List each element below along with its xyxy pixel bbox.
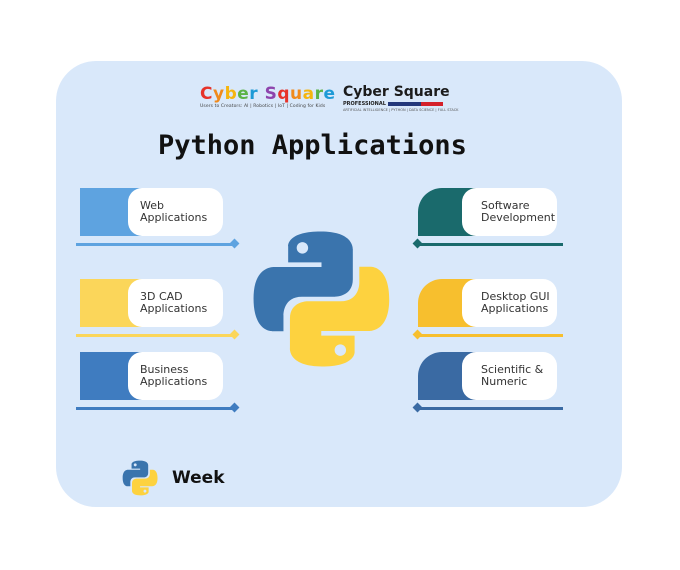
item-label: Scientific & Numeric — [481, 364, 543, 388]
item-box — [462, 188, 557, 236]
item-label: 3D CAD Applications — [140, 291, 207, 315]
python-logo-blue-half — [122, 460, 149, 487]
logo-letter: q — [277, 84, 291, 104]
cyber-square-professional-text: Cyber Square — [343, 84, 450, 100]
logo-letter: a — [302, 84, 315, 104]
professional-subtitle: ARTIFICIAL INTELLIGENCE | PYTHON | DATA … — [343, 108, 459, 112]
item-box — [128, 279, 223, 327]
cyber-square-tagline: Users to Creators: AI | Robotics | IoT |… — [200, 104, 326, 109]
cyber-square-logo: Cyber Square Users to Creators: AI | Rob… — [200, 84, 335, 114]
item-box — [462, 352, 557, 400]
item-connector-line — [76, 334, 233, 337]
logo-letter: y — [212, 84, 225, 104]
week-label: Week — [172, 468, 225, 488]
item-label-line2: Applications — [481, 302, 549, 315]
item-label-line1: Business — [140, 363, 189, 376]
item-box — [128, 352, 223, 400]
python-logo-icon — [253, 231, 390, 367]
app-item-business: Business Applications — [56, 352, 240, 422]
item-label: Business Applications — [140, 364, 207, 388]
item-label-line1: Software — [481, 199, 530, 212]
item-label-line2: Applications — [140, 211, 208, 224]
app-item-web: Web Applications — [56, 188, 240, 258]
item-label-line2: Applications — [140, 302, 208, 315]
logo-letter: C — [200, 84, 213, 104]
python-logo-yellow-half — [289, 266, 390, 367]
cyber-square-logo-text: Cyber Square — [200, 84, 335, 104]
logo-letter: S — [264, 84, 278, 104]
item-label: Desktop GUI Applications — [481, 291, 550, 315]
logo-letter: r — [314, 84, 324, 104]
item-label-line1: Desktop GUI — [481, 290, 550, 303]
logo-letter: r — [249, 84, 259, 104]
item-connector-line — [418, 334, 563, 337]
app-item-desktop-gui: Desktop GUI Applications — [412, 279, 583, 349]
item-connector-line — [418, 407, 563, 410]
item-connector-line — [418, 243, 563, 246]
item-label: Web Applications — [140, 200, 207, 224]
item-label-line2: Numeric — [481, 375, 528, 388]
professional-bar — [387, 102, 443, 106]
app-item-3d-cad: 3D CAD Applications — [56, 279, 240, 349]
python-logo-blue-half — [253, 231, 353, 332]
app-item-software: Software Development — [412, 188, 583, 258]
item-label-line1: Scientific & — [481, 363, 544, 376]
item-label-line2: Applications — [140, 375, 208, 388]
professional-label: PROFESSIONAL — [343, 101, 386, 107]
item-label-line1: 3D CAD — [140, 290, 183, 303]
professional-band: PROFESSIONAL — [343, 101, 443, 107]
logo-letter: e — [323, 84, 336, 104]
item-label-line1: Web — [140, 199, 164, 212]
logo-letter: u — [290, 84, 303, 104]
python-logo-yellow-half — [132, 469, 158, 496]
item-label: Software Development — [481, 200, 555, 224]
item-label-line2: Development — [481, 211, 556, 224]
app-item-scientific: Scientific & Numeric — [412, 352, 583, 422]
item-box — [128, 188, 223, 236]
cyber-square-professional-logo: Cyber Square PROFESSIONAL ARTIFICIAL INT… — [343, 84, 459, 114]
python-logo-icon — [122, 460, 158, 496]
item-connector-line — [76, 407, 233, 410]
page-title: Python Applications — [158, 130, 467, 161]
logo-letter: e — [237, 84, 250, 104]
logo-letter: b — [224, 84, 238, 104]
item-box — [462, 279, 557, 327]
item-connector-line — [76, 243, 233, 246]
